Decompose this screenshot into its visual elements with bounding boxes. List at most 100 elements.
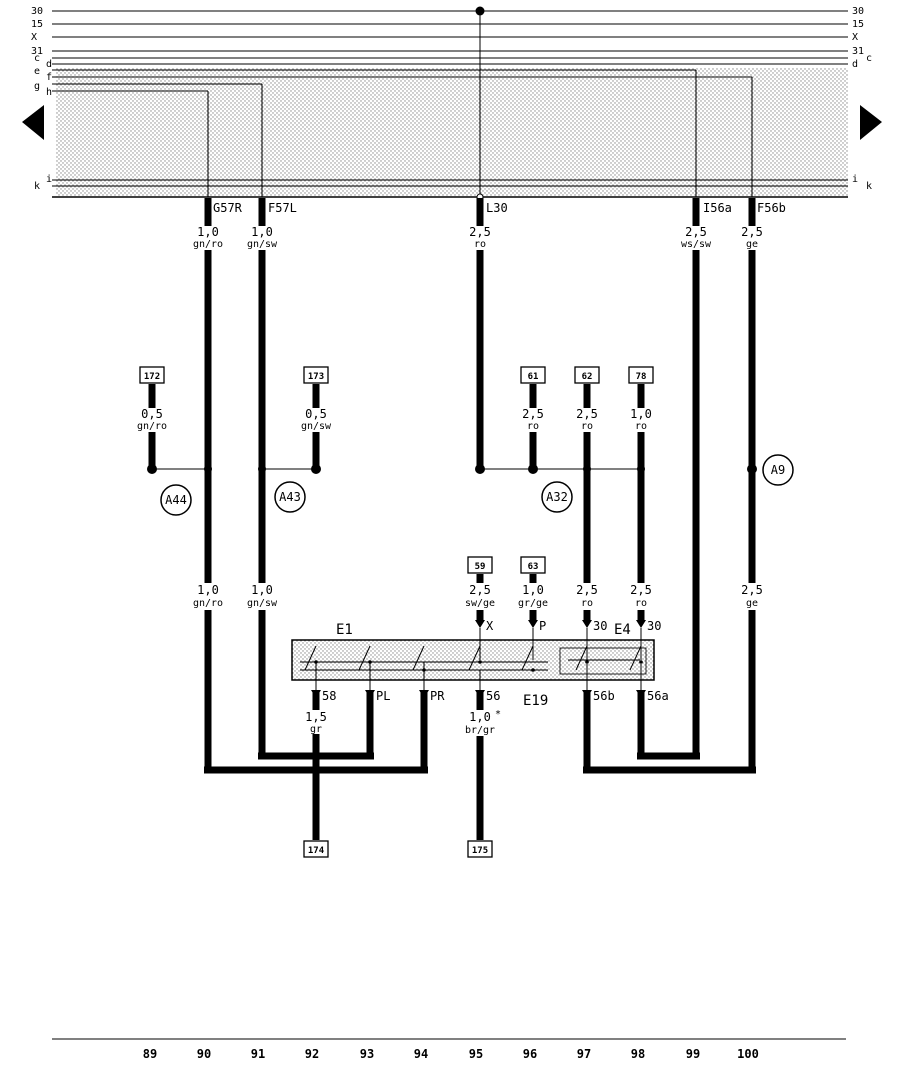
wire-size: 2,5 bbox=[576, 583, 598, 597]
scale-number: 98 bbox=[631, 1047, 645, 1061]
rail-labels-right: 30 15 X 31 d c i k bbox=[852, 6, 872, 192]
scale-number: 94 bbox=[414, 1047, 428, 1061]
switch-bottom-pins: 58 PL PR 56 56b 56a bbox=[322, 689, 669, 703]
rail-label: k bbox=[34, 181, 40, 192]
wire-size: 2,5 bbox=[469, 225, 491, 239]
wire-size: 1,5 bbox=[305, 710, 327, 724]
rail-label: k bbox=[866, 181, 872, 192]
rail-label: e bbox=[34, 66, 40, 77]
scale-number: 92 bbox=[305, 1047, 319, 1061]
light-switch bbox=[291, 628, 655, 690]
terminal-label: F56b bbox=[757, 201, 786, 215]
rail-label: g bbox=[34, 81, 40, 92]
rail-label: f bbox=[46, 72, 52, 83]
junction-dot bbox=[475, 6, 485, 16]
wire-color: gn/ro bbox=[137, 421, 167, 432]
switch-pin-label: 56 bbox=[486, 689, 500, 703]
terminal-label: L30 bbox=[486, 201, 508, 215]
rail-label: c bbox=[866, 53, 872, 64]
wire-labels-mid: 0,5 gn/ro 0,5 gn/sw 2,5 ro 2,5 ro 1,0 ro bbox=[137, 407, 652, 432]
wire-color: ro bbox=[581, 421, 593, 432]
wire-size: 1,0 bbox=[197, 225, 219, 239]
rail-labels-left: 30 15 X 31 c d e f g h i k bbox=[31, 6, 52, 192]
rail-label: d bbox=[46, 59, 52, 70]
scale-numbers: 89 90 91 92 93 94 95 96 97 98 99 100 bbox=[143, 1047, 759, 1061]
wire-color: ro bbox=[635, 598, 647, 609]
switch-pin-label: PR bbox=[430, 689, 445, 703]
relay-board-shading bbox=[56, 68, 848, 196]
ref-box-number: 61 bbox=[528, 372, 539, 382]
switch-pin-label: 30 bbox=[647, 619, 661, 633]
wire-size: 2,5 bbox=[522, 407, 544, 421]
wire-color: ge bbox=[746, 598, 758, 609]
wire-labels-bottom: 1,5 gr 1,0 * br/gr bbox=[305, 709, 501, 736]
scale-number: 96 bbox=[523, 1047, 537, 1061]
right-arrow-icon bbox=[860, 105, 882, 140]
star-mark: * bbox=[495, 709, 501, 720]
component-label-e4: E4 bbox=[614, 622, 631, 638]
left-arrow-icon bbox=[22, 105, 44, 140]
wire-size: 1,0 bbox=[522, 583, 544, 597]
rail-label: X bbox=[852, 32, 858, 43]
scale-number: 99 bbox=[686, 1047, 700, 1061]
ref-boxes-mid bbox=[139, 366, 654, 384]
wire-labels-top: 1,0 gn/ro 1,0 gn/sw 2,5 ro 2,5 ws/sw 2,5… bbox=[193, 225, 763, 250]
switch-exit-arrows bbox=[311, 690, 646, 698]
ref-box-number: 63 bbox=[528, 562, 539, 572]
ref-box-number: 78 bbox=[636, 372, 647, 382]
rail-label: 31 bbox=[852, 46, 864, 57]
wire-size: 1,0 bbox=[251, 225, 273, 239]
ref-box-number: 175 bbox=[472, 846, 488, 856]
wire-color: gr bbox=[310, 724, 322, 735]
rail-label: 30 bbox=[852, 6, 864, 17]
switch-pin-label: 56a bbox=[647, 689, 669, 703]
wire-color: ro bbox=[581, 598, 593, 609]
wire-size: 1,0 bbox=[469, 710, 491, 724]
wire-color: sw/ge bbox=[465, 598, 495, 609]
wire-size: 1,0 bbox=[251, 583, 273, 597]
wire-color: gn/sw bbox=[301, 421, 332, 432]
wire-color: ge bbox=[746, 239, 758, 250]
switch-entry-arrows bbox=[475, 620, 646, 628]
connector-label: A9 bbox=[771, 463, 785, 477]
rail-label: h bbox=[46, 87, 52, 98]
wire-size: 2,5 bbox=[685, 225, 707, 239]
connector-circles bbox=[160, 454, 794, 516]
wire-size: 0,5 bbox=[305, 407, 327, 421]
wire-size: 2,5 bbox=[576, 407, 598, 421]
ref-box-number: 172 bbox=[144, 372, 160, 382]
ref-box-labels-low: 59 63 bbox=[475, 562, 539, 572]
rail-label: 31 bbox=[31, 46, 43, 57]
connector-labels: A44 A43 A32 A9 bbox=[165, 463, 785, 507]
connector-label: A43 bbox=[279, 490, 301, 504]
wire-size: 2,5 bbox=[741, 225, 763, 239]
ref-box-number: 174 bbox=[308, 846, 325, 856]
rail-label: 15 bbox=[852, 19, 864, 30]
wire-color: gn/sw bbox=[247, 598, 278, 609]
switch-pin-label: 30 bbox=[593, 619, 607, 633]
ref-boxes-low bbox=[467, 556, 546, 574]
ref-box-number: 173 bbox=[308, 372, 324, 382]
wire-color: gn/ro bbox=[193, 239, 223, 250]
switch-top-pins: X P 30 30 bbox=[486, 619, 661, 633]
rail-label: X bbox=[31, 32, 37, 43]
scale-number: 89 bbox=[143, 1047, 157, 1061]
scale-number: 97 bbox=[577, 1047, 591, 1061]
connector-label: A32 bbox=[546, 490, 568, 504]
rail-lines bbox=[52, 10, 848, 198]
rail-label: i bbox=[852, 174, 858, 185]
wire-size: 2,5 bbox=[469, 583, 491, 597]
wire-color: gn/sw bbox=[247, 239, 278, 250]
wire-color: ws/sw bbox=[681, 239, 712, 250]
scale-number: 100 bbox=[737, 1047, 759, 1061]
wire-color: ro bbox=[527, 421, 539, 432]
rail-label: 15 bbox=[31, 19, 43, 30]
junction-dots bbox=[147, 464, 757, 474]
thick-wires bbox=[148, 198, 756, 840]
switch-pin-label: PL bbox=[376, 689, 390, 703]
terminal-label: G57R bbox=[213, 201, 243, 215]
terminal-labels: G57R F57L L30 I56a F56b bbox=[213, 201, 786, 215]
wire-labels-low: 1,0 gn/ro 1,0 gn/sw 2,5 sw/ge 1,0 gr/ge … bbox=[193, 583, 763, 609]
wire-color: ro bbox=[474, 239, 486, 250]
terminal-label: F57L bbox=[268, 201, 297, 215]
